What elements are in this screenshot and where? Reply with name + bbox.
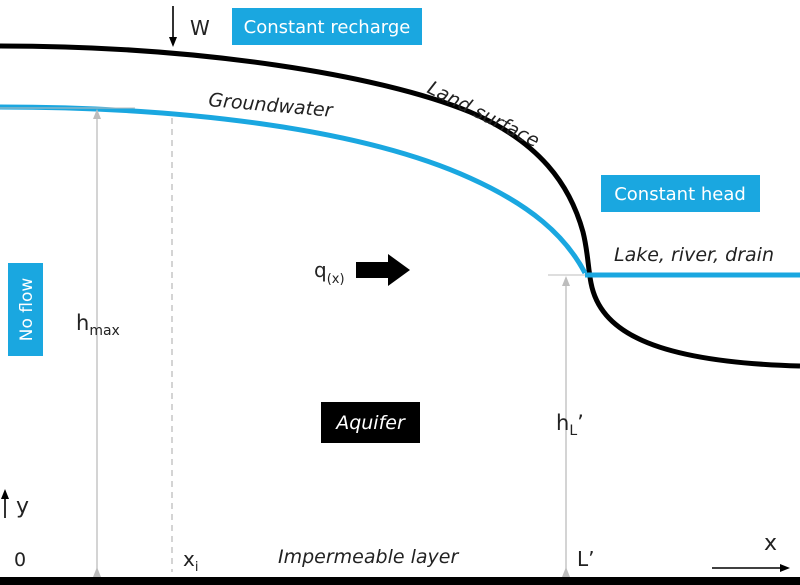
hmax-sub: max [89, 323, 120, 339]
xi-sub: i [195, 560, 199, 575]
hL-sub: L [569, 423, 577, 439]
L-prime-label: L’ [577, 547, 595, 571]
hmax-label: hmax [76, 311, 120, 339]
hL-h: h [556, 411, 569, 435]
impermeable-label: Impermeable layer [278, 546, 459, 568]
no-flow-label: No flow [17, 278, 37, 342]
recharge-symbol: W [190, 16, 210, 40]
x-axis-label: x [764, 531, 777, 556]
hL-label: hL’ [556, 411, 584, 439]
constant-recharge-label: Constant recharge [244, 17, 411, 38]
xi-label: xi [183, 547, 198, 575]
flux-q: q [314, 258, 327, 282]
lake-river-drain-label: Lake, river, drain [614, 244, 774, 266]
constant-head-box [601, 175, 760, 212]
hL-prime: ’ [577, 411, 584, 435]
flux-q-sub: (x) [327, 272, 345, 287]
xi-x: x [183, 547, 195, 571]
constant-head-label: Constant head [614, 184, 746, 205]
no-flow-box [8, 263, 43, 356]
flux-label: q(x) [314, 258, 345, 287]
land-surface-curve [0, 43, 800, 369]
flux-arrow [356, 254, 410, 286]
impermeable-base-line [0, 577, 800, 585]
constant-recharge-box [232, 8, 422, 45]
aquifer-label: Aquifer [334, 412, 406, 434]
land-surface-label: Land surface [424, 77, 543, 152]
groundwater-curve [0, 104, 588, 275]
hmax-h: h [76, 311, 89, 335]
origin-label: 0 [14, 549, 26, 571]
y-axis-label: y [16, 494, 29, 519]
aquifer-box [321, 402, 420, 443]
